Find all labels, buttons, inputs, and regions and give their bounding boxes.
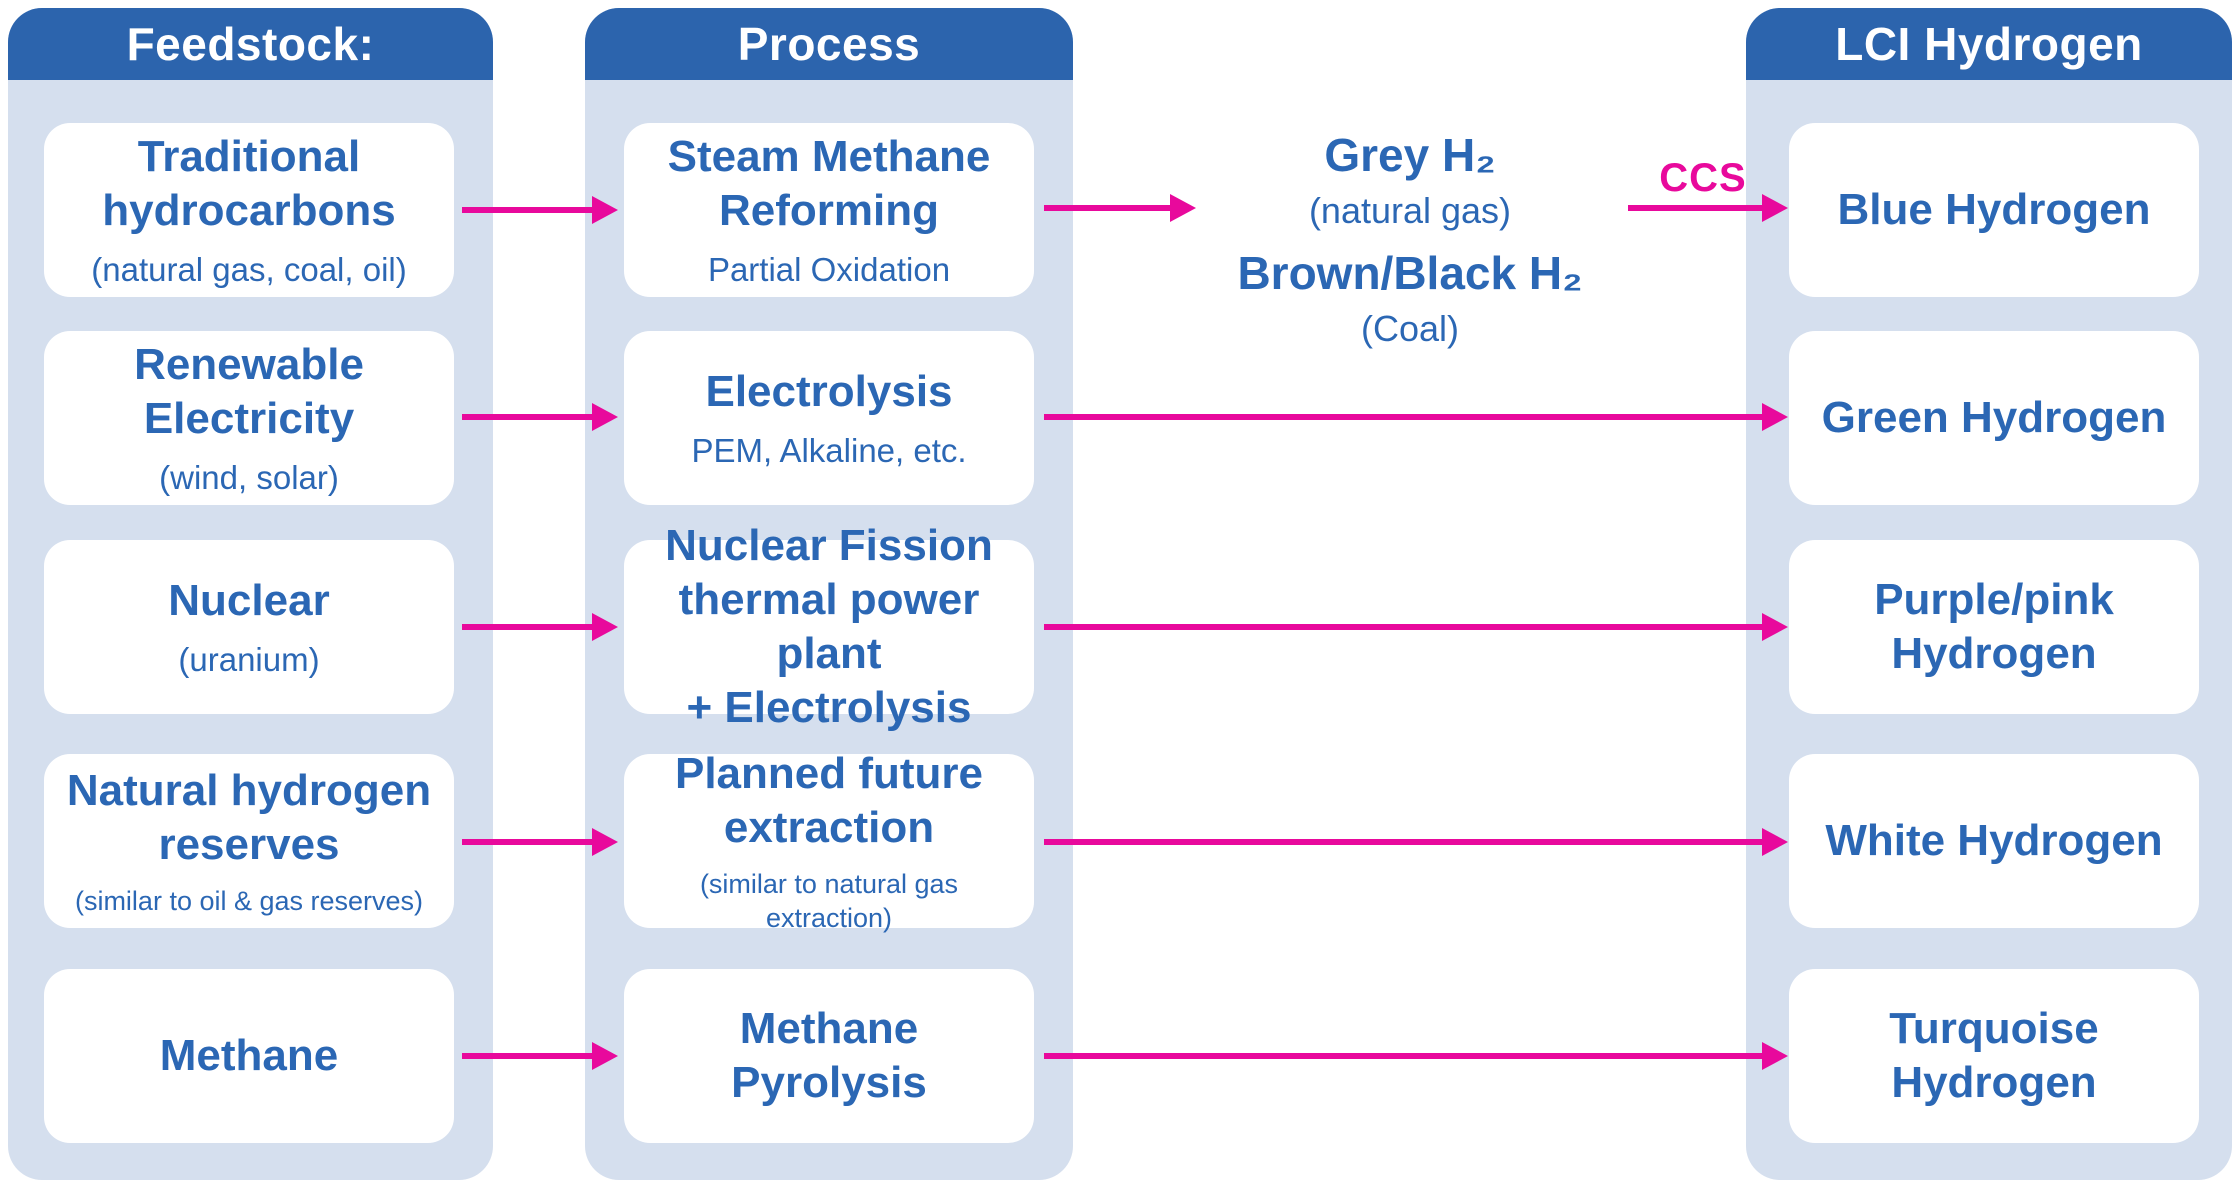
arrow-head-icon [592, 403, 618, 431]
lci-box-green-hydrogen: Green Hydrogen [1789, 331, 2199, 505]
arrow-shaft [1628, 205, 1770, 211]
lci-box-turquoise-hydrogen: Turquoise Hydrogen [1789, 969, 2199, 1143]
arrow-head-icon [592, 613, 618, 641]
process-box-electrolysis: Electrolysis PEM, Alkaline, etc. [624, 331, 1034, 505]
box-subtitle: (similar to oil & gas reserves) [74, 886, 424, 916]
box-title: Renewable Electricity [134, 340, 364, 443]
grey-hydrogen-label: Grey H₂ [1324, 129, 1496, 181]
box-title: Green Hydrogen [1821, 393, 2167, 442]
feedstock-column-header: Feedstock: [8, 8, 493, 80]
box-title: Natural hydrogen reserves [66, 766, 432, 869]
box-title: Planned future extraction [674, 749, 984, 852]
box-title: Methane [159, 1031, 339, 1080]
arrow-head-icon [1762, 194, 1788, 222]
arrow-head-icon [1762, 403, 1788, 431]
arrow-shaft [462, 624, 600, 630]
box-subtitle: (uranium) [178, 641, 320, 678]
arrow-feedstock-to-process-row2 [462, 403, 618, 431]
arrow-head-icon [592, 196, 618, 224]
box-title: Turquoise Hydrogen [1889, 1004, 2099, 1107]
arrow-shaft [1044, 624, 1770, 630]
lci-box-purple-pink-hydrogen: Purple/pink Hydrogen [1789, 540, 2199, 714]
arrow-shaft [462, 839, 600, 845]
process-box-planned-future-extraction: Planned future extraction (similar to na… [624, 749, 1034, 933]
box-subtitle: PEM, Alkaline, etc. [691, 432, 967, 469]
box-title: Steam Methane Reforming [667, 132, 991, 235]
grey-hydrogen-sublabel: (natural gas) [1308, 190, 1512, 231]
arrow-head-icon [1762, 828, 1788, 856]
ccs-label: CCS [1659, 156, 1747, 200]
brown-black-hydrogen-sublabel: (Coal) [1360, 308, 1459, 349]
box-title: Electrolysis [705, 367, 953, 416]
feedstock-box-renewable-electricity: Renewable Electricity (wind, solar) [44, 331, 454, 505]
arrow-head-icon [592, 1042, 618, 1070]
box-title: Nuclear [168, 576, 330, 625]
box-subtitle: (similar to natural gas extraction) [699, 869, 959, 933]
arrow-shaft [1044, 205, 1178, 211]
arrow-process-to-turquoise-hydrogen [1044, 1042, 1788, 1070]
arrow-head-icon [592, 828, 618, 856]
brown-black-hydrogen-label: Brown/Black H₂ [1237, 247, 1583, 299]
lci-hydrogen-column-title: LCI Hydrogen [1835, 18, 2143, 70]
lci-box-white-hydrogen: White Hydrogen [1789, 754, 2199, 928]
box-title: Traditional hydrocarbons [102, 132, 396, 235]
arrow-shaft [462, 1053, 600, 1059]
arrow-shaft [1044, 414, 1770, 420]
arrow-shaft [462, 207, 600, 213]
feedstock-column-title: Feedstock: [126, 18, 375, 70]
arrow-feedstock-to-process-row3 [462, 613, 618, 641]
box-title: Purple/pink Hydrogen [1874, 575, 2114, 678]
box-subtitle: (natural gas, coal, oil) [91, 251, 407, 288]
box-subtitle: (wind, solar) [159, 459, 339, 496]
box-subtitle: Partial Oxidation [707, 251, 951, 288]
intermediate-products-label: Grey H₂ (natural gas) Brown/Black H₂ (Co… [1110, 124, 1710, 354]
lci-hydrogen-column-header: LCI Hydrogen [1746, 8, 2232, 80]
arrow-head-icon [1762, 1042, 1788, 1070]
arrow-process-to-purple-pink-hydrogen [1044, 613, 1788, 641]
process-box-methane-pyrolysis: Methane Pyrolysis [624, 969, 1034, 1143]
arrow-head-icon [1170, 194, 1196, 222]
arrow-head-icon [1762, 613, 1788, 641]
arrow-process-to-grey-hydrogen [1044, 194, 1196, 222]
process-column-header: Process [585, 8, 1073, 80]
process-box-steam-methane-reforming: Steam Methane Reforming Partial Oxidatio… [624, 123, 1034, 297]
arrow-feedstock-to-process-row5 [462, 1042, 618, 1070]
feedstock-box-traditional-hydrocarbons: Traditional hydrocarbons (natural gas, c… [44, 123, 454, 297]
box-title: Methane Pyrolysis [731, 1004, 927, 1107]
arrow-process-to-green-hydrogen [1044, 403, 1788, 431]
arrow-process-to-white-hydrogen [1044, 828, 1788, 856]
feedstock-box-methane: Methane [44, 969, 454, 1143]
box-title: Nuclear Fission thermal power plant + El… [665, 521, 993, 732]
feedstock-box-nuclear: Nuclear (uranium) [44, 540, 454, 714]
feedstock-box-natural-hydrogen-reserves: Natural hydrogen reserves (similar to oi… [44, 754, 454, 928]
arrow-shaft [1044, 1053, 1770, 1059]
process-box-nuclear-fission-electrolysis: Nuclear Fission thermal power plant + El… [624, 521, 1034, 732]
lci-box-blue-hydrogen: Blue Hydrogen [1789, 123, 2199, 297]
box-title: Blue Hydrogen [1837, 185, 2151, 234]
arrow-feedstock-to-process-row4 [462, 828, 618, 856]
process-column-title: Process [737, 18, 921, 70]
arrow-shaft [462, 414, 600, 420]
arrow-shaft [1044, 839, 1770, 845]
arrow-ccs-to-blue-hydrogen [1628, 194, 1788, 222]
box-title: White Hydrogen [1825, 816, 2163, 865]
arrow-feedstock-to-process-row1 [462, 196, 618, 224]
